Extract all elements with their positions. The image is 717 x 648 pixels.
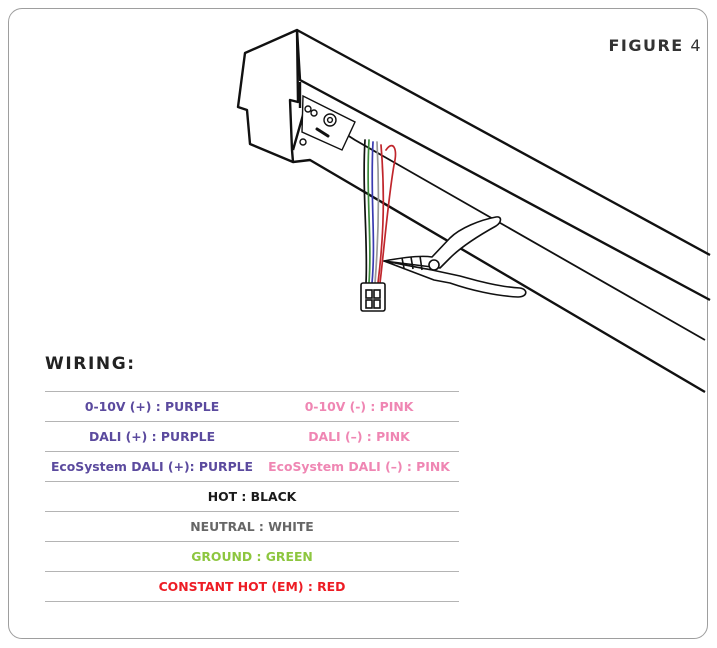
wire-dali-positive: DALI (+) : PURPLE xyxy=(45,421,259,452)
wiring-row-ecosystem-dali: EcoSystem DALI (+): PURPLE EcoSystem DAL… xyxy=(45,451,459,482)
wiring-row-hot: HOT : BLACK xyxy=(45,481,459,512)
wire-0-10v-positive: 0-10V (+) : PURPLE xyxy=(45,391,259,422)
wiring-row-constant-hot: CONSTANT HOT (EM) : RED xyxy=(45,571,459,602)
wire-0-10v-negative: 0-10V (-) : PINK xyxy=(259,391,459,422)
wire-constant-hot: CONSTANT HOT (EM) : RED xyxy=(45,571,459,602)
wire-stripper-tool xyxy=(383,216,527,298)
wire-ground: GROUND : GREEN xyxy=(45,541,459,572)
figure-number: 4 xyxy=(690,36,702,55)
wiring-row-dali: DALI (+) : PURPLE DALI (–) : PINK xyxy=(45,421,459,452)
figure-label: FIGURE 4 xyxy=(608,36,702,55)
figure-word: FIGURE xyxy=(608,36,684,55)
wire-dali-negative: DALI (–) : PINK xyxy=(259,421,459,452)
wire-neutral: NEUTRAL : WHITE xyxy=(45,511,459,542)
wire-ecosystem-dali-positive: EcoSystem DALI (+): PURPLE xyxy=(45,451,259,482)
wiring-title: WIRING: xyxy=(45,354,136,374)
luminaire-housing xyxy=(236,28,711,394)
wire-hot: HOT : BLACK xyxy=(45,481,459,512)
wiring-row-0-10v: 0-10V (+) : PURPLE 0-10V (-) : PINK xyxy=(45,391,459,422)
wiring-row-ground: GROUND : GREEN xyxy=(45,541,459,572)
wire-connector xyxy=(360,282,386,312)
wire-bundle xyxy=(363,139,397,284)
mounting-plate xyxy=(299,94,356,151)
wire-ecosystem-dali-negative: EcoSystem DALI (–) : PINK xyxy=(259,451,459,482)
wiring-table: 0-10V (+) : PURPLE 0-10V (-) : PINK DALI… xyxy=(45,391,459,602)
wiring-row-neutral: NEUTRAL : WHITE xyxy=(45,511,459,542)
